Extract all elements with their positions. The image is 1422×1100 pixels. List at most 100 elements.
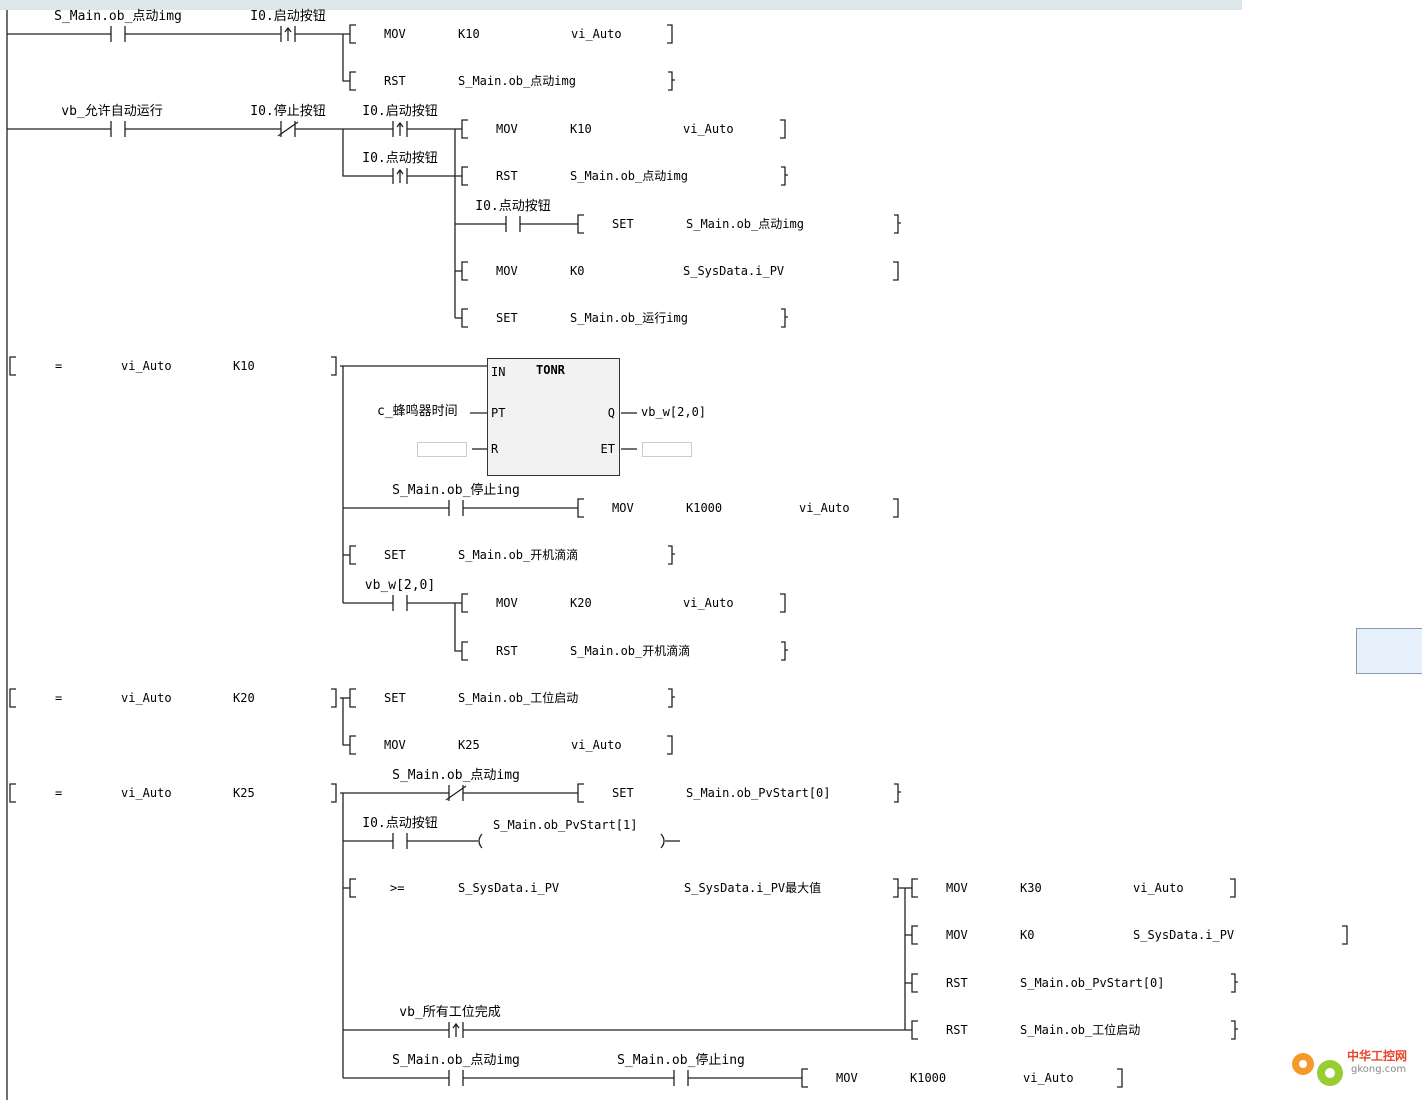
instruction-operand-2[interactable]: K25	[233, 786, 255, 800]
contact-label[interactable]: I0.停止按钮	[250, 104, 326, 119]
instruction-operand-2[interactable]: vi_Auto	[1023, 1071, 1074, 1085]
normally-open-contact[interactable]	[448, 500, 464, 516]
instruction-opcode[interactable]: RST	[946, 1023, 968, 1037]
tonr-timer-block[interactable]: IN TONR PT R Q ET	[487, 358, 620, 476]
instruction-opcode[interactable]: SET	[612, 217, 634, 231]
instruction-operand-1[interactable]: S_Main.ob_PvStart[0]	[1020, 976, 1165, 990]
instruction-operand-1[interactable]: S_Main.ob_开机滴滴	[458, 548, 579, 562]
instruction-operand-1[interactable]: S_Main.ob_点动img	[458, 74, 576, 88]
instruction-close-brace	[668, 71, 675, 91]
timer-et-input[interactable]	[642, 442, 692, 457]
instruction-opcode[interactable]: SET	[384, 548, 406, 562]
instruction-open-bracket	[461, 308, 468, 328]
instruction-opcode[interactable]: SET	[384, 691, 406, 705]
normally-open-contact[interactable]	[392, 833, 408, 849]
normally-open-contact[interactable]	[673, 1070, 689, 1086]
instruction-operand-1[interactable]: S_Main.ob_PvStart[0]	[686, 786, 831, 800]
instruction-operand-1[interactable]: S_SysData.i_PV	[458, 881, 560, 895]
instruction-operand-1[interactable]: vi_Auto	[121, 359, 172, 373]
instruction-opcode[interactable]: MOV	[384, 27, 406, 41]
instruction-operand-1[interactable]: K25	[458, 738, 480, 752]
timer-r-input[interactable]	[417, 442, 467, 457]
instruction-opcode[interactable]: RST	[946, 976, 968, 990]
timer-q-output[interactable]: vb_w[2,0]	[641, 405, 707, 419]
instruction-operand-1[interactable]: K10	[458, 27, 480, 41]
instruction-operand-1[interactable]: vi_Auto	[121, 691, 172, 705]
instruction-operand-1[interactable]: S_Main.ob_点动img	[686, 217, 804, 231]
contact-label[interactable]: S_Main.ob_点动img	[392, 768, 520, 783]
positive-edge-contact[interactable]	[448, 1022, 464, 1038]
instruction-operand-1[interactable]: K1000	[686, 501, 723, 515]
instruction-close-bracket	[780, 119, 786, 139]
instruction-close-bracket	[893, 878, 899, 898]
contact-label[interactable]: I0.点动按钮	[475, 199, 551, 214]
instruction-operand-1[interactable]: K10	[570, 122, 592, 136]
instruction-opcode[interactable]: =	[55, 691, 63, 705]
instruction-operand-1[interactable]: K20	[570, 596, 592, 610]
instruction-operand-1[interactable]: S_Main.ob_工位启动	[458, 691, 579, 705]
contact-label[interactable]: S_Main.ob_停止ing	[392, 483, 520, 498]
instruction-operand-2[interactable]: K20	[233, 691, 255, 705]
positive-edge-contact[interactable]	[280, 26, 296, 42]
instruction-opcode[interactable]: RST	[384, 74, 406, 88]
instruction-operand-1[interactable]: K1000	[910, 1071, 947, 1085]
instruction-opcode[interactable]: MOV	[496, 264, 518, 278]
timer-pt-value[interactable]: c_蜂鸣器时间	[377, 404, 458, 419]
instruction-operand-2[interactable]: vi_Auto	[799, 501, 850, 515]
instruction-opcode[interactable]: SET	[612, 786, 634, 800]
normally-closed-contact[interactable]	[445, 785, 467, 801]
instruction-operand-2[interactable]: K10	[233, 359, 255, 373]
side-panel-tab[interactable]	[1356, 628, 1422, 674]
instruction-opcode[interactable]: =	[55, 359, 63, 373]
contact-label[interactable]: vb_所有工位完成	[399, 1005, 501, 1020]
instruction-operand-2[interactable]: S_SysData.i_PV	[1133, 928, 1235, 942]
instruction-opcode[interactable]: =	[55, 786, 63, 800]
coil-label[interactable]: S_Main.ob_PvStart[1]	[493, 818, 638, 832]
normally-open-contact[interactable]	[110, 121, 126, 137]
instruction-operand-1[interactable]: S_Main.ob_运行img	[570, 311, 688, 325]
instruction-opcode[interactable]: MOV	[496, 122, 518, 136]
instruction-opcode[interactable]: SET	[496, 311, 518, 325]
contact-label[interactable]: vb_w[2,0]	[364, 578, 436, 593]
instruction-operand-2[interactable]: S_SysData.i_PV最大值	[684, 881, 822, 895]
positive-edge-contact[interactable]	[392, 121, 408, 137]
instruction-operand-1[interactable]: S_Main.ob_工位启动	[1020, 1023, 1141, 1037]
contact-label[interactable]: I0.启动按钮	[362, 104, 438, 119]
instruction-operand-1[interactable]: K0	[570, 264, 585, 278]
contact-label[interactable]: I0.点动按钮	[362, 816, 438, 831]
instruction-opcode[interactable]: MOV	[946, 881, 968, 895]
instruction-opcode[interactable]: RST	[496, 169, 518, 183]
instruction-operand-2[interactable]: vi_Auto	[1133, 881, 1184, 895]
normally-closed-contact[interactable]	[277, 121, 299, 137]
instruction-opcode[interactable]: MOV	[612, 501, 634, 515]
contact-label[interactable]: S_Main.ob_点动img	[54, 9, 182, 24]
instruction-operand-1[interactable]: K0	[1020, 928, 1035, 942]
contact-label[interactable]: I0.启动按钮	[250, 9, 326, 24]
instruction-operand-2[interactable]: S_SysData.i_PV	[683, 264, 785, 278]
normally-open-contact[interactable]	[392, 595, 408, 611]
instruction-operand-1[interactable]: S_Main.ob_点动img	[570, 169, 688, 183]
normally-open-contact[interactable]	[505, 216, 521, 232]
instruction-operand-1[interactable]: K30	[1020, 881, 1042, 895]
instruction-opcode[interactable]: >=	[390, 881, 405, 895]
contact-label[interactable]: vb_允许自动运行	[61, 104, 163, 119]
contact-label[interactable]: S_Main.ob_停止ing	[617, 1053, 745, 1068]
contact-label[interactable]: S_Main.ob_点动img	[392, 1053, 520, 1068]
instruction-operand-2[interactable]: vi_Auto	[683, 122, 734, 136]
instruction-opcode[interactable]: RST	[496, 644, 518, 658]
instruction-operand-1[interactable]: S_Main.ob_开机滴滴	[570, 644, 691, 658]
instruction-operand-2[interactable]: vi_Auto	[571, 738, 622, 752]
instruction-close-brace	[781, 166, 788, 186]
instruction-operand-2[interactable]: vi_Auto	[571, 27, 622, 41]
instruction-opcode[interactable]: MOV	[836, 1071, 858, 1085]
normally-open-contact[interactable]	[448, 1070, 464, 1086]
positive-edge-contact[interactable]	[392, 168, 408, 184]
instruction-operand-1[interactable]: vi_Auto	[121, 786, 172, 800]
instruction-opcode[interactable]: MOV	[384, 738, 406, 752]
normally-open-contact[interactable]	[110, 26, 126, 42]
instruction-opcode[interactable]: MOV	[496, 596, 518, 610]
contact-label[interactable]: I0.点动按钮	[362, 151, 438, 166]
timer-pin-r: R	[491, 442, 499, 456]
instruction-operand-2[interactable]: vi_Auto	[683, 596, 734, 610]
instruction-opcode[interactable]: MOV	[946, 928, 968, 942]
